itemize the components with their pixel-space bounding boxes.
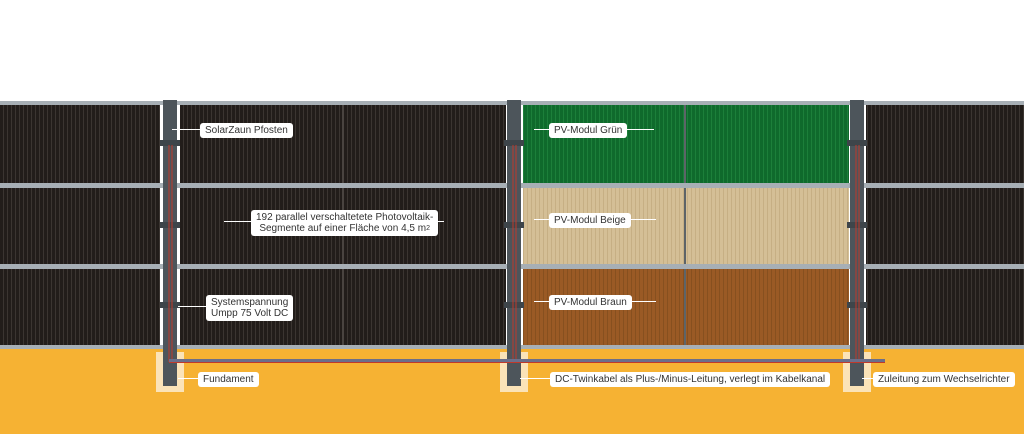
post (850, 100, 864, 386)
post (163, 100, 177, 386)
module-green-label: PV-Modul Grün (549, 123, 628, 138)
voltage-label-line1: Systemspannung (211, 297, 289, 308)
leader-line (178, 378, 200, 379)
module-brown-label: PV-Modul Braun (549, 295, 632, 310)
cable-label: DC-Twinkabel als Plus-/Minus-Leitung, ve… (550, 372, 831, 387)
post-label: SolarZaun Pfosten (200, 123, 293, 138)
feed-label: Zuleitung zum Wechselrichter (873, 372, 1015, 387)
foundation-label: Fundament (198, 372, 259, 387)
dc-wiring (168, 145, 860, 362)
panel (0, 104, 160, 184)
voltage-label-line2: Umpp 75 Volt DC (211, 308, 289, 319)
leader-line (172, 129, 202, 130)
segments-label-line2-text: Segmente auf einer Fläche von 4,5 m (259, 223, 427, 234)
panel (866, 104, 1024, 184)
panels-colored (523, 104, 849, 346)
cable-channel (169, 359, 885, 363)
leader-line (862, 378, 876, 379)
segments-label-line1: 192 parallel verschaltetete Photovoltaik… (256, 212, 434, 223)
panel (866, 268, 1024, 346)
panels-left (0, 104, 160, 346)
panel (866, 187, 1024, 265)
segments-label-line2: Segmente auf einer Fläche von 4,5 m2 (256, 223, 433, 234)
leader-line (520, 378, 552, 379)
leader-line (178, 306, 208, 307)
panel (0, 268, 160, 346)
segments-label: 192 parallel verschaltetete Photovoltaik… (251, 210, 439, 236)
segments-label-sup: 2 (426, 225, 430, 232)
module-beige-label: PV-Modul Beige (549, 213, 631, 228)
panel (0, 187, 160, 265)
voltage-label: Systemspannung Umpp 75 Volt DC (206, 295, 294, 321)
panels-right (866, 104, 1024, 346)
post (507, 100, 521, 386)
posts (160, 100, 867, 386)
panels-center (180, 104, 506, 346)
